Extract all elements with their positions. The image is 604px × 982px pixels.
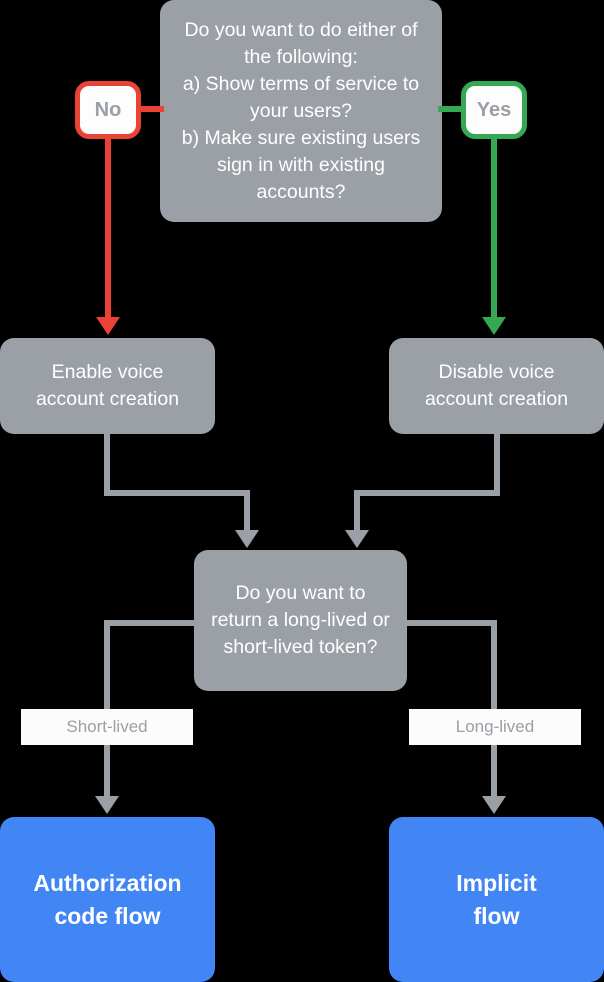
decision-node-token-lifetime-label: Do you want to return a long-lived or sh… — [211, 582, 390, 658]
edge-yes-arrowhead — [482, 317, 506, 335]
decision-node-terms-of-service[interactable]: Do you want to do either of the followin… — [160, 0, 442, 222]
outcome-node-authorization-code-flow-label: Authorization code flow — [33, 869, 182, 929]
decision-node-token-lifetime[interactable]: Do you want to return a long-lived or sh… — [194, 550, 407, 691]
badge-yes-label: Yes — [476, 98, 512, 121]
edge-merge-right-down — [354, 490, 360, 534]
edge-label-short-lived: Short-lived — [21, 709, 193, 745]
node-disable-voice-account-creation[interactable]: Disable voice account creation — [389, 338, 604, 434]
outcome-node-implicit-flow-label: Implicit flow — [456, 869, 537, 929]
edge-long-lived-arrowhead — [482, 796, 506, 814]
edge-merge-left-down — [244, 490, 250, 534]
edge-long-lived-across — [401, 620, 497, 626]
edge-label-long-lived-text: Long-lived — [455, 717, 535, 736]
node-disable-voice-account-creation-label: Disable voice account creation — [424, 361, 569, 410]
edge-no-horizontal — [140, 106, 164, 112]
decision-node-terms-of-service-label: Do you want to do either of the followin… — [181, 18, 421, 203]
edge-label-short-lived-text: Short-lived — [66, 717, 148, 736]
edge-merge-right-arrowhead — [345, 530, 369, 548]
outcome-node-authorization-code-flow[interactable]: Authorization code flow — [0, 817, 215, 982]
outcome-node-implicit-flow[interactable]: Implicit flow — [389, 817, 604, 982]
edge-label-long-lived: Long-lived — [409, 709, 581, 745]
badge-no[interactable]: No — [75, 81, 141, 139]
badge-no-label: No — [94, 98, 122, 121]
node-enable-voice-account-creation[interactable]: Enable voice account creation — [0, 338, 215, 434]
node-enable-voice-account-creation-label: Enable voice account creation — [35, 361, 180, 410]
edge-short-lived-arrowhead — [95, 796, 119, 814]
edge-disable-down — [494, 434, 500, 496]
edge-short-lived-across — [104, 620, 200, 626]
edge-yes-horizontal — [438, 106, 462, 112]
edge-enable-down — [104, 434, 110, 496]
badge-yes[interactable]: Yes — [461, 81, 527, 139]
edge-disable-across — [354, 490, 500, 496]
edge-no-vertical — [105, 137, 111, 320]
edge-merge-left-arrowhead — [235, 530, 259, 548]
edge-no-arrowhead — [96, 317, 120, 335]
edge-yes-vertical — [491, 137, 497, 320]
edge-enable-across — [104, 490, 250, 496]
